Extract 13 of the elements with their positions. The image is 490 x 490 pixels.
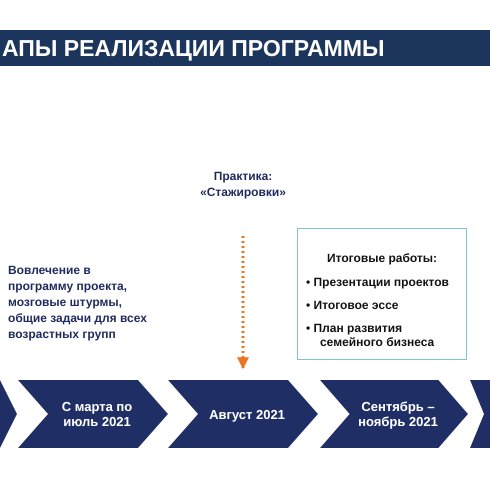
dotted-arrow (237, 236, 249, 370)
chevron-shape (470, 380, 490, 448)
description-text: Вовлечение в программу проекта, мозговые штурмы, общие задачи для всех возрастных групп (8, 262, 148, 342)
bullet-item: • Итоговое эссе (306, 298, 400, 312)
slide-title: АПЫ РЕАЛИЗАЦИИ ПРОГРАММЫ (0, 30, 490, 66)
stage-text: Практика: «Стажировки» (173, 168, 313, 204)
panel-heading: Итоговые работы: (326, 251, 438, 265)
step-date: Сентябрь – ноябрь 2021 (357, 399, 439, 429)
results-panel (297, 228, 467, 360)
step-date: С марта по июль 2021 (60, 399, 134, 429)
step-date: Август 2021 (208, 406, 286, 422)
bullet-item: • Презентации проектов (306, 275, 450, 289)
bullet-item: • План развития семейного бизнеса (306, 321, 436, 349)
